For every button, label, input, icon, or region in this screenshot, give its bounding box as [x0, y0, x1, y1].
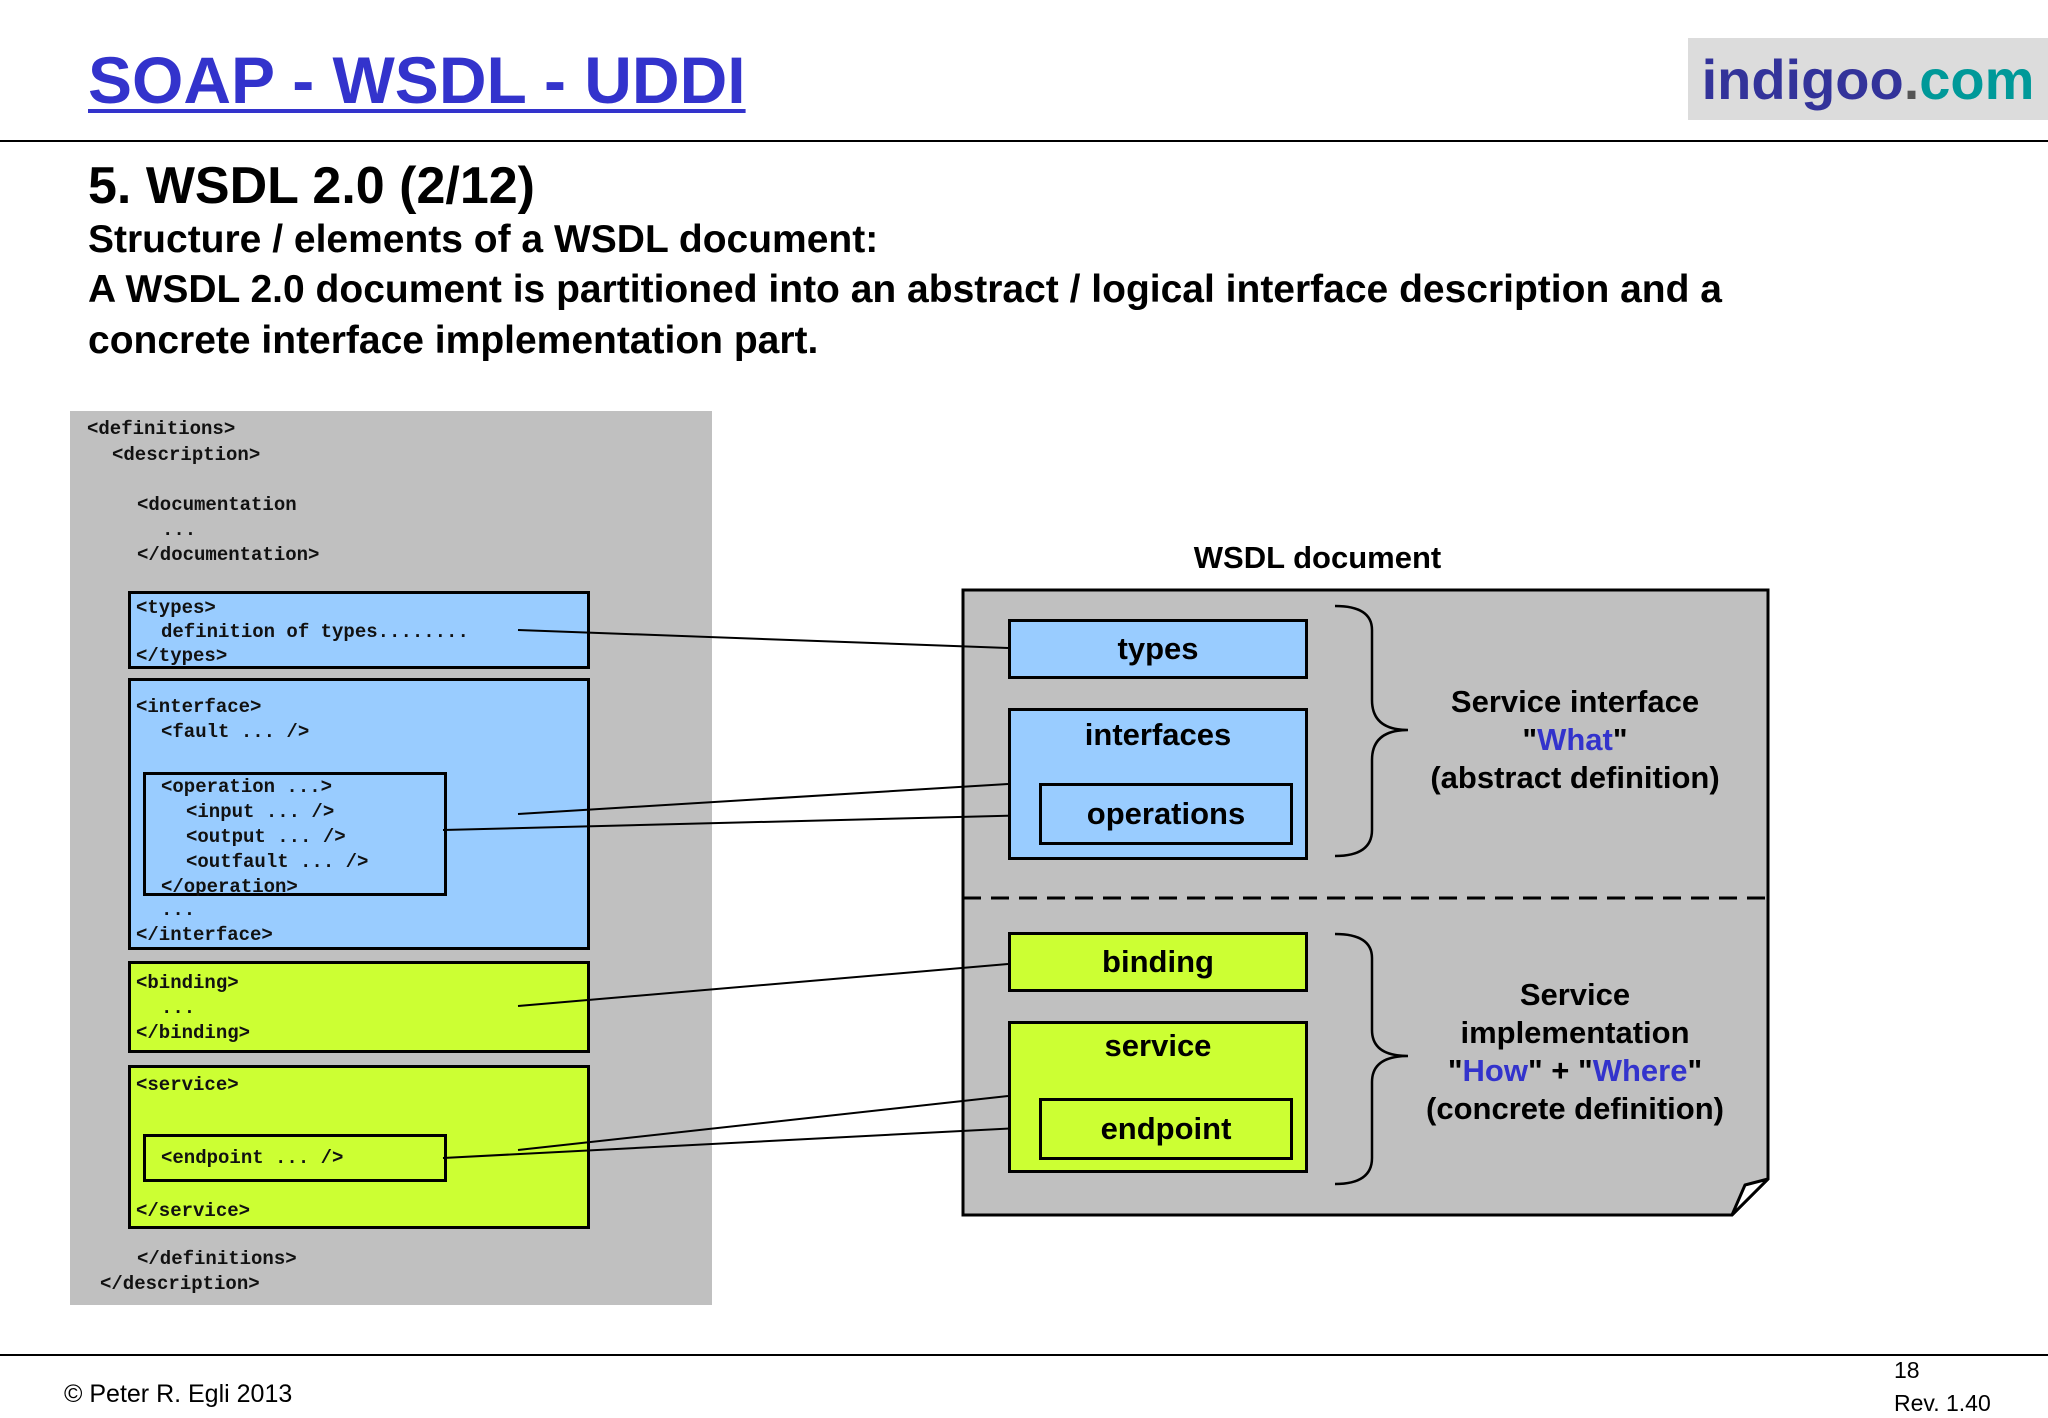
code-types-body: definition of types........ — [161, 621, 469, 643]
service-implementation-note: (concrete definition) — [1426, 1091, 1724, 1126]
connector-interfaces — [517, 783, 1009, 815]
implementation-brace — [1334, 932, 1409, 1186]
code-input: <input ... /> — [186, 801, 335, 823]
slide-description-line2: concrete interface implementation part. — [88, 319, 819, 362]
service-interface-title: Service interface — [1450, 684, 1700, 719]
page-dogear — [1730, 1177, 1770, 1217]
service-implementation-label: Service implementation "How" + "Where" (… — [1410, 976, 1740, 1128]
code-interface-close: </interface> — [136, 924, 273, 946]
slide-subtitle: Structure / elements of a WSDL document: — [88, 218, 879, 261]
service-interface-what: "What" — [1522, 722, 1628, 757]
service-implementation-title-1: Service — [1519, 977, 1631, 1012]
code-types-open: <types> — [136, 597, 216, 619]
code-outfault: <outfault ... /> — [186, 851, 369, 873]
footer-revision: Rev. 1.40 — [1894, 1390, 1991, 1416]
code-definitions-close: </definitions> — [137, 1248, 297, 1270]
diagram-endpoint-box: endpoint — [1039, 1098, 1293, 1160]
brand-dot: . — [1903, 47, 1920, 111]
diagram-types-box: types — [1008, 619, 1308, 679]
diagram-interfaces-box: interfaces operations — [1008, 708, 1308, 860]
wsdl-document-title: WSDL document — [1193, 540, 1442, 575]
code-operation-block: <operation ...> <input ... /> <output ..… — [143, 772, 447, 898]
footer-divider — [0, 1354, 2048, 1356]
code-binding-ellipsis: ... — [161, 997, 196, 1019]
header-title: SOAP - WSDL - UDDI — [88, 43, 746, 117]
wsdl-code-panel: <definitions> <description> <documentati… — [70, 411, 712, 1305]
diagram-binding-box: binding — [1008, 932, 1308, 992]
code-types-block: <types> definition of types........ </ty… — [128, 591, 590, 669]
code-endpoint-block: <endpoint ... /> — [143, 1134, 447, 1182]
code-interface-block: <interface> <fault ... /> <operation ...… — [128, 678, 590, 950]
code-definitions-open: <definitions> — [87, 418, 236, 440]
connector-operations — [442, 814, 1039, 831]
code-documentation-close: </documentation> — [137, 544, 320, 566]
code-interface-open: <interface> — [136, 696, 262, 718]
brand-name: indigoo — [1701, 47, 1904, 111]
header-divider — [0, 140, 2048, 142]
code-output: <output ... /> — [186, 826, 346, 848]
diagram-operations-box: operations — [1039, 783, 1293, 845]
code-endpoint: <endpoint ... /> — [161, 1147, 344, 1169]
code-description-close: </description> — [100, 1273, 260, 1295]
diagram-endpoint-label: endpoint — [1100, 1111, 1232, 1146]
code-binding-open: <binding> — [136, 972, 239, 994]
footer-page-number: 18 — [1894, 1357, 1920, 1383]
code-service-close: </service> — [136, 1200, 251, 1222]
footer-copyright: © Peter R. Egli 2013 — [64, 1380, 293, 1408]
service-interface-note: (abstract definition) — [1430, 760, 1720, 795]
code-documentation-open: <documentation — [137, 494, 297, 516]
slide-heading: 5. WSDL 2.0 (2/12) — [88, 157, 535, 215]
code-service-block: <service> <endpoint ... /> </service> — [128, 1065, 590, 1229]
code-binding-block: <binding> ... </binding> — [128, 961, 590, 1053]
code-fault: <fault ... /> — [161, 721, 310, 743]
connector-service — [517, 1095, 1009, 1151]
interface-brace — [1334, 604, 1409, 858]
diagram-operations-label: operations — [1086, 796, 1246, 831]
service-implementation-how-where: "How" + "Where" — [1447, 1053, 1703, 1088]
connector-binding — [517, 963, 1009, 1007]
code-documentation-ellipsis: ... — [162, 519, 197, 541]
service-interface-label: Service interface "What" (abstract defin… — [1410, 683, 1740, 797]
code-interface-ellipsis: ... — [161, 899, 196, 921]
diagram-interfaces-label: interfaces — [1084, 717, 1232, 752]
diagram-service-label: service — [1104, 1028, 1212, 1063]
code-service-open: <service> — [136, 1074, 239, 1096]
connector-endpoint — [442, 1126, 1039, 1159]
brand-tld: com — [1919, 47, 2035, 111]
slide-description-line1: A WSDL 2.0 document is partitioned into … — [88, 268, 1722, 311]
connector-types — [517, 629, 1009, 649]
service-implementation-title-2: implementation — [1460, 1015, 1690, 1050]
diagram-service-box: service endpoint — [1008, 1021, 1308, 1173]
code-operation-close: </operation> — [161, 876, 298, 898]
code-binding-close: </binding> — [136, 1022, 251, 1044]
diagram-types-label: types — [1117, 631, 1199, 666]
code-types-close: </types> — [136, 645, 228, 667]
diagram-binding-label: binding — [1102, 944, 1214, 979]
brand-logo: indigoo.com — [1688, 38, 2048, 120]
code-description-open: <description> — [112, 444, 261, 466]
code-operation-open: <operation ...> — [161, 776, 333, 798]
